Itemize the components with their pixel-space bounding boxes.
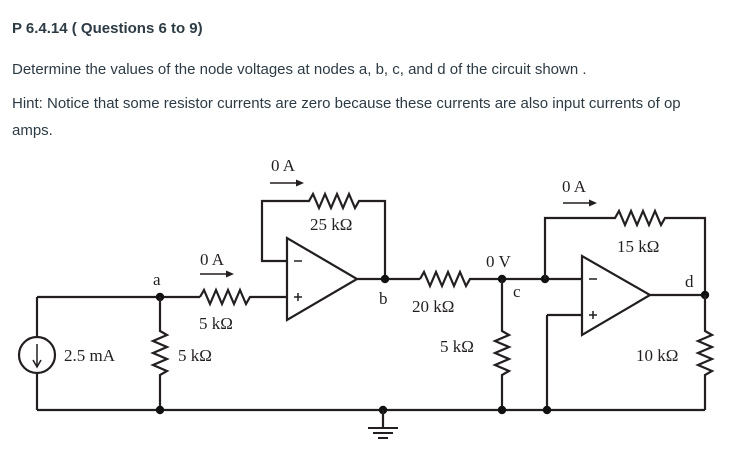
resistor-shunt-a-label: 5 kΩ: [178, 346, 212, 365]
op-amp-1: [285, 236, 360, 322]
problem-prompt: Determine the values of the node voltage…: [12, 61, 587, 78]
node-bottom-dot: [497, 405, 507, 415]
problem-title: P 6.4.14 ( Questions 6 to 9): [12, 20, 203, 37]
resistor-feedback-1: [260, 191, 387, 279]
resistor-shunt-a: [150, 297, 170, 410]
resistor-c-ground: [492, 279, 512, 410]
resistor-bc-label: 20 kΩ: [412, 297, 454, 316]
resistor-load-d-label: 10 kΩ: [636, 346, 678, 365]
node-a-label: a: [153, 270, 161, 289]
resistor-series-a: [199, 287, 287, 307]
resistor-series-a-label: 5 kΩ: [199, 314, 233, 333]
node-b-label: b: [379, 289, 388, 308]
voltage-c-label: 0 V: [486, 252, 511, 271]
current-arrow-icon: [200, 270, 234, 278]
source-label: 2.5 mA: [64, 346, 116, 365]
current-arrow-icon: [563, 199, 597, 207]
resistor-feedback-2: [543, 208, 707, 295]
current-feedback-1-label: 0 A: [271, 156, 296, 175]
node-b-dot: [380, 274, 390, 284]
resistor-c-ground-label: 5 kΩ: [440, 337, 474, 356]
current-series-a-label: 0 A: [200, 250, 225, 269]
node-d-label: d: [685, 272, 694, 291]
resistor-feedback-1-label: 25 kΩ: [310, 215, 352, 234]
problem-hint: Hint: Notice that some resistor currents…: [12, 95, 681, 139]
current-feedback-2-label: 0 A: [562, 177, 587, 196]
op-amp-2: [580, 254, 653, 337]
resistor-feedback-2-label: 15 kΩ: [617, 237, 659, 256]
resistor-load-d: [695, 295, 715, 410]
node-c-label: c: [513, 282, 521, 301]
resistor-bc: [419, 269, 582, 289]
ground-icon: [368, 410, 398, 439]
node-bottom-dot: [542, 405, 552, 415]
current-arrow-icon: [270, 179, 304, 187]
current-source: [17, 297, 57, 410]
node-bottom-dot: [155, 405, 165, 415]
